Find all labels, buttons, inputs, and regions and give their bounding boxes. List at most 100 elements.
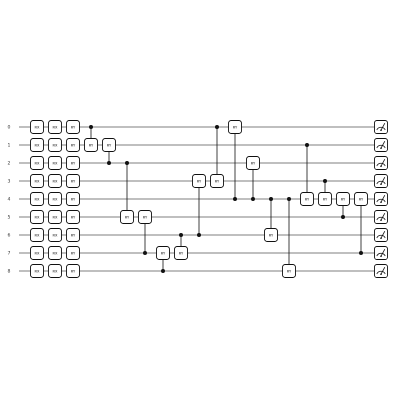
control-dot xyxy=(89,125,93,129)
gate-box xyxy=(30,192,44,206)
gate-label: RX xyxy=(53,161,58,165)
gate-label: RY xyxy=(359,197,364,201)
meter-icon xyxy=(374,210,388,224)
gate-box xyxy=(66,246,80,260)
gate-label: RY xyxy=(71,233,76,237)
control-dot xyxy=(287,197,291,201)
meter-needle xyxy=(380,177,386,185)
control-dot xyxy=(125,161,129,165)
gate-label: RX xyxy=(53,125,58,129)
gate: RY xyxy=(66,156,80,170)
gate-box xyxy=(30,246,44,260)
gate: RY xyxy=(300,192,314,206)
gate: RY xyxy=(210,174,224,188)
gate-box xyxy=(66,174,80,188)
gate: RY xyxy=(120,210,134,224)
gate: RX xyxy=(30,156,44,170)
gate-box xyxy=(318,192,332,206)
meter-icon xyxy=(374,138,388,152)
gate: RX xyxy=(30,228,44,242)
gate: RX xyxy=(30,174,44,188)
gate-box xyxy=(354,192,368,206)
qubit-label: 1 xyxy=(8,143,11,149)
gate: RY xyxy=(66,120,80,134)
gate-label: RY xyxy=(71,125,76,129)
gate-box xyxy=(156,246,170,260)
gate: RY xyxy=(246,156,260,170)
meter-needle xyxy=(380,249,386,257)
control-dot xyxy=(179,233,183,237)
gate-label: RY xyxy=(197,179,202,183)
meter-arc xyxy=(376,198,386,203)
meter-pivot xyxy=(380,237,382,239)
gate-label: RX xyxy=(53,179,58,183)
meter-arc xyxy=(376,252,386,257)
gate-label: RY xyxy=(143,215,148,219)
gate-box xyxy=(66,192,80,206)
meter-pivot xyxy=(380,219,382,221)
meter-needle xyxy=(380,195,386,203)
meter-pivot xyxy=(380,255,382,257)
meter-icon xyxy=(374,120,388,134)
gate-box xyxy=(246,156,260,170)
gate: RY xyxy=(336,192,350,206)
gate-label: RY xyxy=(125,215,130,219)
gate-box xyxy=(48,246,62,260)
gate-label: RY xyxy=(71,197,76,201)
meter-arc xyxy=(376,126,386,131)
gate-label: RY xyxy=(287,269,292,273)
gate: RX xyxy=(48,228,62,242)
meter-pivot xyxy=(380,273,382,276)
gate: RX xyxy=(48,210,62,224)
gate-box xyxy=(30,210,44,224)
meter-icon xyxy=(374,228,388,242)
gate-label: RX xyxy=(35,143,40,147)
gate-label: RY xyxy=(305,197,310,201)
gate-label: RX xyxy=(35,125,40,129)
gate-label: RY xyxy=(251,161,256,165)
gate-box xyxy=(30,120,44,134)
gate: RX xyxy=(48,246,62,260)
qubit-label: 2 xyxy=(8,161,11,167)
gate-box xyxy=(138,210,152,224)
gate-label: RX xyxy=(35,233,40,237)
qubit-label: 0 xyxy=(8,125,11,131)
gate-box xyxy=(48,228,62,242)
gate-box xyxy=(30,156,44,170)
gate-box xyxy=(120,210,134,224)
control-dot xyxy=(305,143,309,147)
gate-box xyxy=(48,138,62,152)
meter-pivot xyxy=(380,201,382,203)
gate-label: RY xyxy=(161,251,166,255)
control-dot xyxy=(359,251,363,255)
meter-arc xyxy=(376,180,386,185)
control-dot xyxy=(161,269,165,273)
gate-box xyxy=(300,192,314,206)
gate-label: RY xyxy=(71,251,76,255)
meter-arc xyxy=(376,216,386,221)
gate: RY xyxy=(318,192,332,206)
gate-label: RX xyxy=(53,215,58,219)
gate-box xyxy=(66,228,80,242)
meter-icon xyxy=(374,174,388,188)
meter-arc xyxy=(376,270,386,275)
gate-label: RY xyxy=(89,143,94,147)
meter-needle xyxy=(380,213,386,221)
gate: RX xyxy=(48,120,62,134)
control-dot xyxy=(107,161,111,165)
gate: RY xyxy=(66,192,80,206)
meter-needle xyxy=(380,231,386,239)
gate: RX xyxy=(30,192,44,206)
gate: RX xyxy=(30,210,44,224)
gate-box xyxy=(66,156,80,170)
meter-icon xyxy=(374,246,388,260)
gate: RX xyxy=(30,246,44,260)
gate-label: RX xyxy=(35,179,40,183)
gate: RX xyxy=(48,138,62,152)
gate-box xyxy=(48,174,62,188)
meter-needle xyxy=(380,123,386,131)
gate: RY xyxy=(354,192,368,206)
gate: RY xyxy=(66,210,80,224)
gate-label: RX xyxy=(53,233,58,237)
